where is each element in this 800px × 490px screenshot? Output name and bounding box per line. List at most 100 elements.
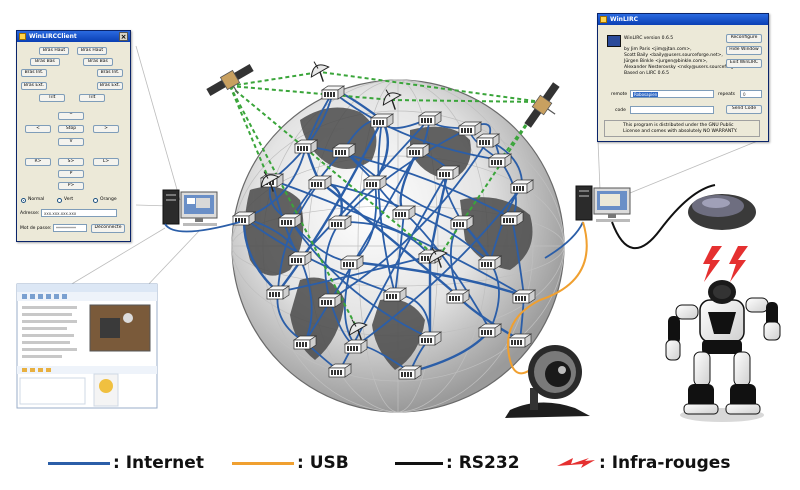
satellite-link bbox=[229, 85, 393, 101]
internet-link bbox=[277, 255, 431, 293]
client-window: WinLIRCClient × Bras Haut Bras Haut Bras… bbox=[16, 30, 131, 242]
hide-window-button[interactable]: Hide Window bbox=[726, 46, 762, 55]
p-program-button[interactable]: P> bbox=[58, 182, 84, 190]
radio-normal[interactable] bbox=[21, 198, 26, 203]
address-field[interactable]: xxx.xxx.xxx.xxx bbox=[41, 209, 117, 217]
winlirc-window-titlebar: WinLIRC bbox=[598, 14, 768, 25]
internet-link bbox=[343, 149, 463, 223]
internet-link bbox=[242, 216, 280, 294]
router-icon bbox=[287, 251, 313, 266]
radio-normal-label: Normal bbox=[28, 197, 45, 202]
remote-select[interactable]: Robosapien bbox=[630, 90, 714, 98]
forward-button[interactable]: ^ bbox=[58, 112, 84, 120]
router-icon bbox=[292, 335, 318, 350]
router-icon bbox=[417, 111, 443, 126]
router-icon bbox=[327, 215, 353, 230]
tilt-left-button[interactable]: Tilt bbox=[39, 94, 65, 102]
satellite-dishes bbox=[260, 61, 448, 340]
code-select[interactable] bbox=[630, 106, 714, 114]
disconnect-button[interactable]: Déconnecte bbox=[91, 224, 125, 233]
satellite-dish-icon bbox=[260, 171, 280, 192]
arm-in-left-button[interactable]: Bras Int. bbox=[21, 69, 47, 77]
exit-winlirc-button[interactable]: Exit WinLIRC bbox=[726, 59, 762, 68]
radio-vert-label: Vert bbox=[64, 197, 74, 202]
legend-usb: : USB bbox=[232, 448, 349, 478]
internet-link bbox=[305, 145, 513, 219]
router-icon bbox=[499, 211, 525, 226]
legend-internet-swatch bbox=[48, 461, 110, 465]
router-icon bbox=[435, 165, 461, 180]
app-screenshot bbox=[16, 283, 158, 409]
r-program-button[interactable]: R> bbox=[25, 158, 51, 166]
router-icon bbox=[397, 365, 423, 380]
usb-cable bbox=[507, 221, 588, 375]
router-icon bbox=[327, 363, 353, 378]
satellite-icon bbox=[524, 82, 560, 128]
radio-orange[interactable] bbox=[93, 198, 98, 203]
satellite-link bbox=[319, 71, 543, 103]
router-icon bbox=[449, 215, 475, 230]
webcam-icon bbox=[505, 345, 590, 418]
arm-down-right-button[interactable]: Bras Bas bbox=[83, 58, 113, 66]
p-button[interactable]: P bbox=[58, 170, 84, 178]
repeats-field[interactable]: 0 bbox=[740, 90, 762, 98]
router-icon bbox=[507, 333, 533, 348]
reconfigure-button[interactable]: Reconfigure bbox=[726, 34, 762, 43]
internet-link bbox=[377, 119, 396, 295]
radio-vert[interactable] bbox=[57, 198, 62, 203]
satellite-link bbox=[499, 101, 543, 161]
router-icon bbox=[265, 285, 291, 300]
internet-link bbox=[277, 181, 321, 293]
s-program-button[interactable]: S> bbox=[58, 158, 84, 166]
password-label: Mot de passe: bbox=[20, 226, 52, 231]
internet-link-right-pc bbox=[544, 221, 584, 259]
internet-link bbox=[332, 91, 501, 161]
l-program-button[interactable]: L> bbox=[93, 158, 119, 166]
internet-link bbox=[299, 257, 313, 343]
close-icon[interactable]: × bbox=[119, 32, 128, 41]
arm-up-right-button[interactable]: Bras Haut bbox=[77, 47, 107, 55]
turn-left-button[interactable]: < bbox=[25, 125, 51, 133]
internet-link bbox=[271, 91, 334, 181]
legend-internet-label: : Internet bbox=[113, 453, 204, 473]
router-icon bbox=[445, 289, 471, 304]
stop-button[interactable]: Stop bbox=[58, 125, 84, 133]
arm-up-left-button[interactable]: Bras Haut bbox=[39, 47, 69, 55]
address-label: Adresse: bbox=[20, 211, 40, 216]
license-line-2: License and comes with absolutely NO WAR… bbox=[623, 129, 738, 134]
remote-value: Robosapien bbox=[633, 92, 659, 97]
arm-out-left-button[interactable]: Bras Ext. bbox=[21, 82, 47, 90]
winlirc-window: WinLIRC WinLIRC version 0.6.5 by Jim Par… bbox=[597, 13, 769, 142]
satellite-dish-icon bbox=[310, 61, 330, 82]
internet-link bbox=[394, 211, 405, 295]
legend-infrared-label: : Infra-rouges bbox=[599, 453, 731, 473]
app-icon bbox=[600, 16, 607, 23]
router-icon bbox=[475, 133, 501, 148]
backward-button[interactable]: V bbox=[58, 138, 84, 146]
internet-link bbox=[350, 260, 526, 298]
turn-right-button[interactable]: > bbox=[93, 125, 119, 133]
credit-line-5: Based on LIRC 0.6.5 bbox=[624, 71, 670, 76]
router-icon bbox=[343, 339, 369, 354]
router-icon bbox=[477, 323, 503, 338]
router-icon bbox=[307, 175, 333, 190]
password-field[interactable]: ********** bbox=[53, 224, 87, 232]
satellite-dish-icon bbox=[428, 247, 448, 268]
internet-link bbox=[304, 149, 419, 343]
send-code-button[interactable]: Send Code bbox=[726, 105, 762, 114]
internet-link bbox=[403, 211, 491, 331]
satellite-links bbox=[229, 71, 543, 331]
legend-usb-label: : USB bbox=[297, 453, 349, 473]
radio-orange-label: Orange bbox=[100, 197, 117, 202]
repeats-label: repeats bbox=[718, 92, 736, 97]
internet-link bbox=[271, 179, 525, 297]
tilt-right-button[interactable]: Tilt bbox=[79, 94, 105, 102]
router-icon bbox=[362, 175, 388, 190]
arm-down-left-button[interactable]: Bras Bas bbox=[30, 58, 60, 66]
arm-out-right-button[interactable]: Bras Ext. bbox=[97, 82, 123, 90]
legend-infrared: : Infra-rouges bbox=[555, 448, 730, 478]
router-icon bbox=[511, 289, 537, 304]
arm-in-right-button[interactable]: Bras Int. bbox=[97, 69, 123, 77]
legend-rs232-label: : RS232 bbox=[446, 453, 520, 473]
version-text: WinLIRC version 0.6.5 bbox=[624, 36, 674, 41]
